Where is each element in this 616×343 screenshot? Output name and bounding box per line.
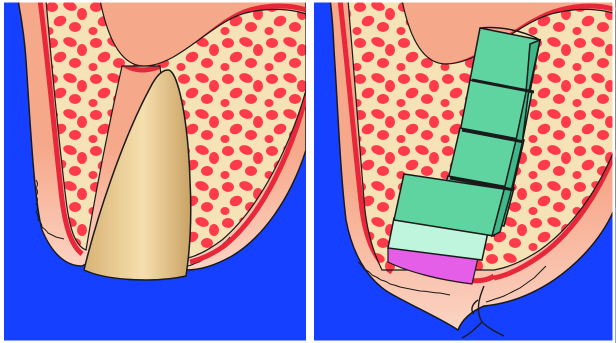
right-panel bbox=[314, 0, 616, 343]
left-panel bbox=[4, 0, 306, 343]
panel-divider bbox=[306, 0, 314, 343]
